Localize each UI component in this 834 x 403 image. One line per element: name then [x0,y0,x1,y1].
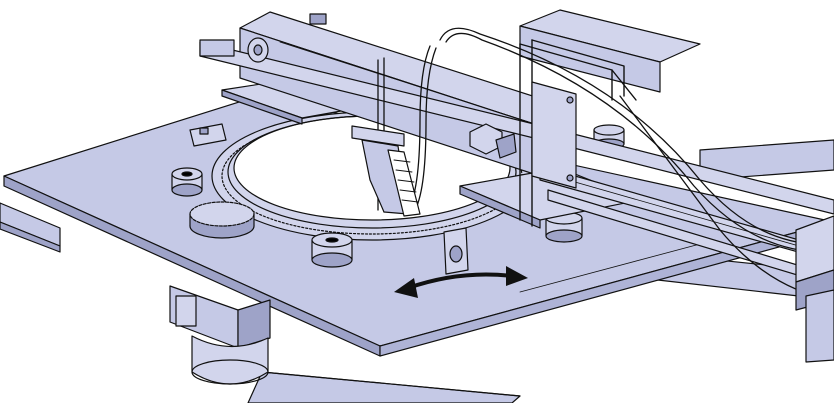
mount-plate [531,81,577,189]
floor-rail-front [247,371,521,403]
end-carriage [795,215,834,363]
drive-motor [169,285,271,385]
rod-end-fitting [199,37,269,63]
floor-rail-left [0,202,61,253]
tool-head [351,125,421,217]
hex-fitting [469,123,517,159]
guide-roller-left [171,167,203,197]
pinion-gear [189,201,255,239]
guide-roller-front [311,232,353,268]
rotation-arrow-icon [394,266,528,298]
sensor-bracket [189,123,227,147]
clamp-block [443,227,469,275]
